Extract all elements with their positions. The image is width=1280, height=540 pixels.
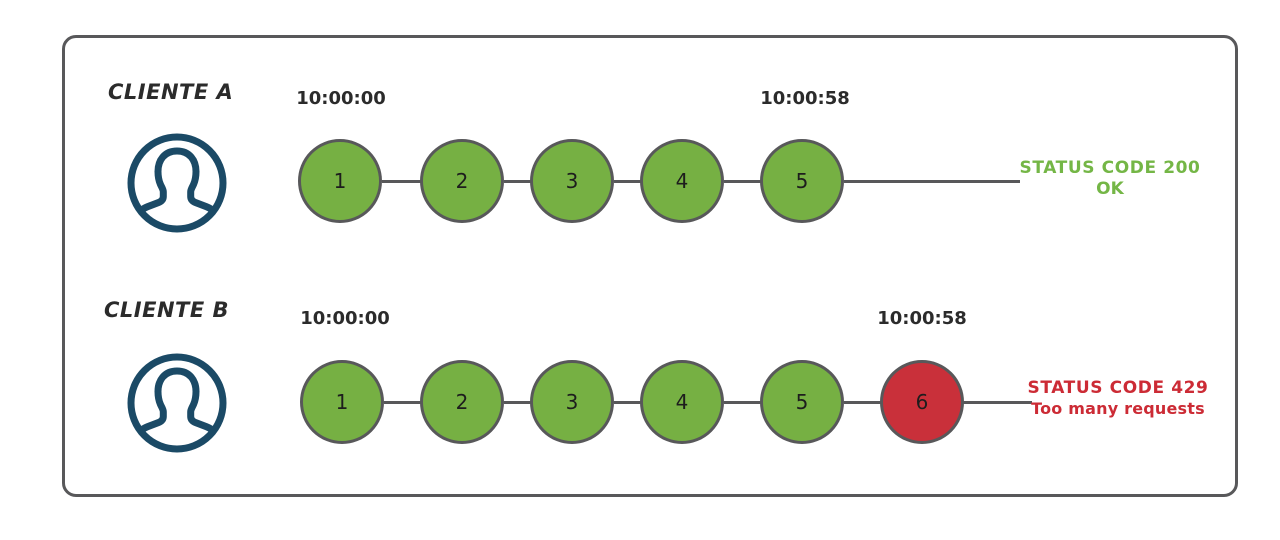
request-node[interactable]: 3 [530, 139, 614, 223]
client-b-end-time: 10:00:58 [877, 308, 967, 329]
request-node[interactable]: 1 [300, 360, 384, 444]
client-a-status-code: STATUS CODE 200 [1019, 158, 1201, 178]
link-b-5-6 [844, 401, 882, 404]
client-b-status-text: Too many requests [1031, 399, 1205, 419]
link-b-2-3 [504, 401, 532, 404]
user-avatar-icon [125, 131, 229, 235]
client-b-status: STATUS CODE 429 Too many requests [1028, 378, 1209, 419]
client-a-label: CLIENTE A [108, 80, 234, 104]
link-b-3-4 [614, 401, 642, 404]
request-node[interactable]: 5 [760, 360, 844, 444]
link-a-4-5 [724, 180, 762, 183]
request-node[interactable]: 2 [420, 360, 504, 444]
link-a-3-4 [614, 180, 642, 183]
request-node[interactable]: 1 [298, 139, 382, 223]
request-node[interactable]: 3 [530, 360, 614, 444]
request-node-blocked[interactable]: 6 [880, 360, 964, 444]
link-b-4-5 [724, 401, 762, 404]
link-a-5-status [844, 180, 1020, 183]
client-b-status-code: STATUS CODE 429 [1027, 378, 1209, 398]
client-a-status: STATUS CODE 200 OK [1020, 158, 1201, 201]
request-node[interactable]: 2 [420, 139, 504, 223]
link-a-1-2 [382, 180, 422, 183]
client-b-label: CLIENTE B [104, 298, 230, 322]
request-node[interactable]: 4 [640, 360, 724, 444]
request-node[interactable]: 4 [640, 139, 724, 223]
client-b-start-time: 10:00:00 [300, 308, 390, 329]
client-a-status-text: OK [1096, 179, 1124, 200]
request-node[interactable]: 5 [760, 139, 844, 223]
link-b-1-2 [384, 401, 422, 404]
client-a-end-time: 10:00:58 [760, 88, 850, 109]
user-avatar-icon [125, 351, 229, 455]
link-a-2-3 [504, 180, 532, 183]
link-b-6-status [962, 401, 1032, 404]
client-a-start-time: 10:00:00 [296, 88, 386, 109]
